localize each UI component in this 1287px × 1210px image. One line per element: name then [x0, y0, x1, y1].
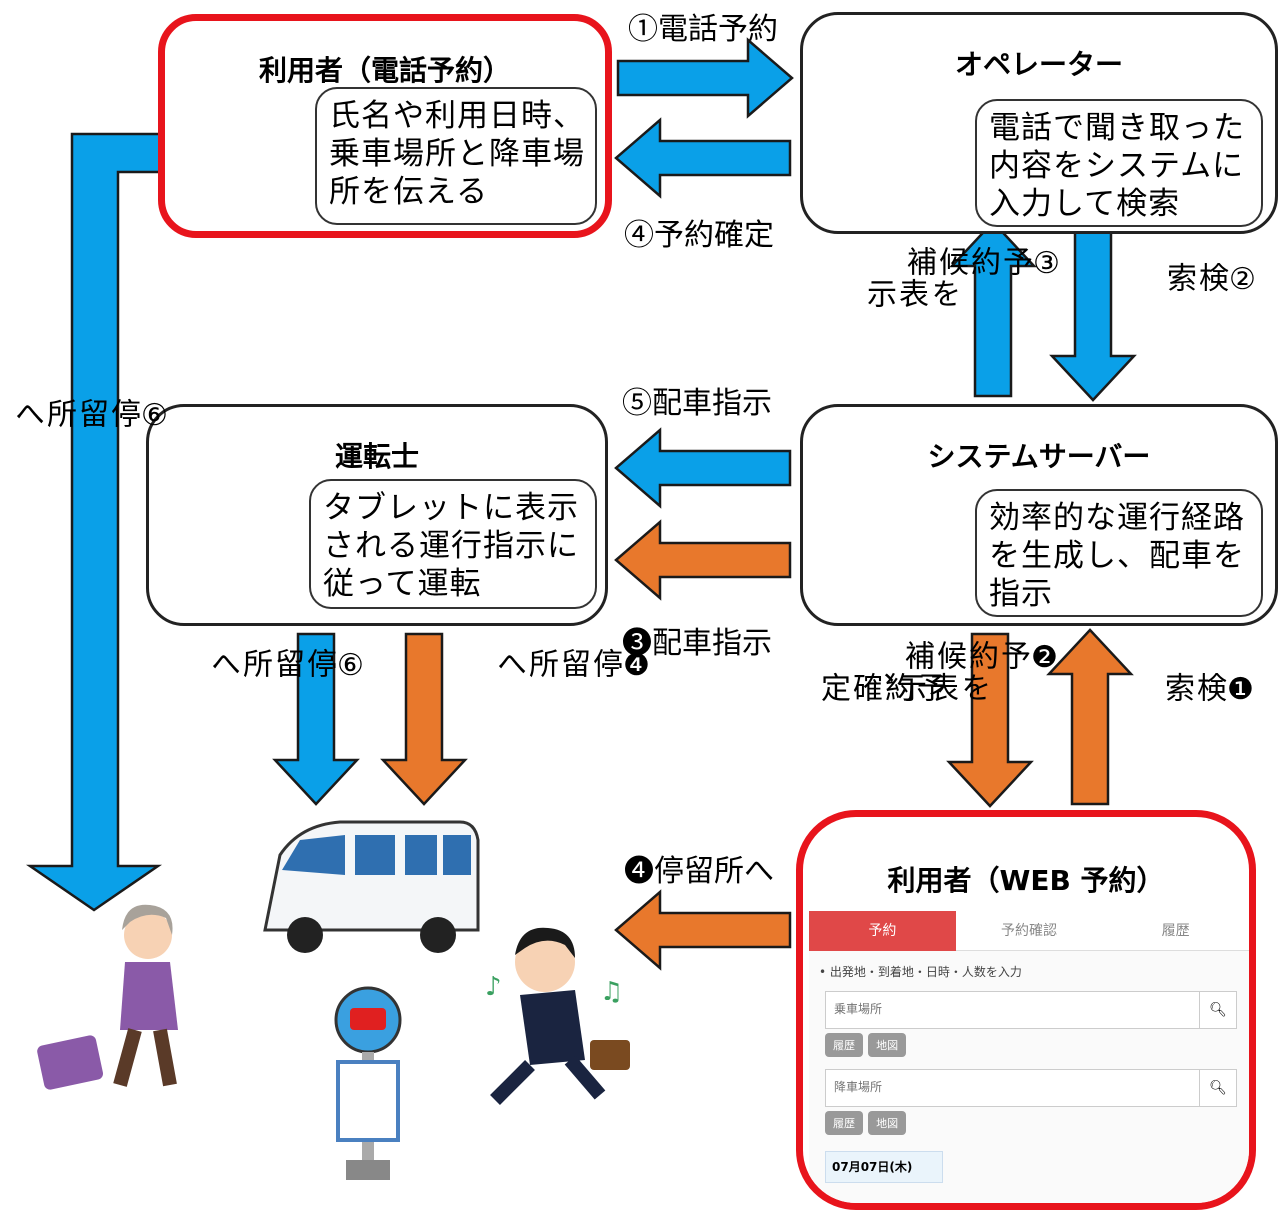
arrow-search: [1049, 226, 1137, 402]
svg-text:♪: ♪: [485, 972, 502, 1002]
date-field[interactable]: 07月07日(木): [825, 1151, 943, 1183]
bus-stop-illustration: [334, 986, 402, 1180]
svg-text:♫: ♫: [600, 977, 623, 1007]
label-step1w-search: ❶ 検 索: [1159, 672, 1258, 707]
arrow-dispatch-orange: [614, 519, 792, 601]
arrow-reserve-confirm: [614, 117, 792, 199]
web-user-title: 利用者（WEB 予約）: [887, 864, 1165, 897]
bubble-line: 所を伝える: [329, 174, 489, 210]
pickup-input[interactable]: [826, 992, 1196, 1026]
driver-bubble: タブレットに表示 される運行指示に 従って運転: [309, 479, 597, 609]
bubble-line: 内容をシステムに: [989, 148, 1245, 184]
label-step2-search: ② 検 索: [1161, 262, 1260, 297]
dropoff-input[interactable]: [826, 1070, 1196, 1104]
label-step4w-vertical: ❹ 停 留 所 へ: [491, 648, 654, 683]
web-screen: 予約 予約確認 履歴 • 出発地・到着地・日時・人数を入力 🔍︎ 履歴 地図 🔍…: [809, 911, 1249, 1203]
server-bubble: 効率的な運行経路 を生成し、配車を 指示: [975, 489, 1263, 617]
pickup-chips: 履歴 地図: [825, 1033, 907, 1057]
bubble-line: タブレットに表示: [323, 490, 579, 526]
operator-bubble: 電話で聞き取った 内容をシステムに 入力して検索: [975, 99, 1263, 227]
section-heading: • 出発地・到着地・日時・人数を入力: [819, 965, 1022, 979]
server-title: システムサーバー: [927, 440, 1151, 473]
label-step4-reserve-confirm: ④予約確定: [624, 218, 774, 253]
arrow-web-to-stop: [614, 889, 792, 971]
arrow-phone-reserve: [616, 37, 794, 119]
label-step4w-to-stop: ❹停留所へ: [624, 854, 774, 889]
arrow-dispatch-blue: [614, 427, 792, 509]
operator-box: オペレーター 電話で聞き取った 内容をシステムに 入力して検索: [800, 12, 1278, 234]
label-step2w-candidates: ❷ 予 約 候 補: [899, 640, 1062, 675]
arrow-driver-to-stop-orange: [380, 632, 468, 806]
student-illustration: ♪ ♫: [485, 927, 630, 1105]
bubble-line: 従って運転: [323, 566, 482, 602]
arrow-web-candidates: [946, 632, 1034, 808]
elderly-traveler-illustration: [37, 904, 178, 1090]
label-step2w-confirm: 予 約 確 定: [815, 672, 946, 702]
label-step6-left: ⑥ 停 留 所 へ: [9, 398, 172, 433]
label-step2w-display: を 表 示 、: [859, 672, 990, 702]
pickup-input-row: 🔍︎: [825, 991, 1237, 1029]
web-tab-bar: 予約 予約確認 履歴: [809, 911, 1249, 951]
bubble-line: 氏名や利用日時、: [329, 98, 585, 134]
arrow-driver-to-stop-blue: [272, 632, 360, 806]
search-icon[interactable]: 🔍︎: [1199, 1070, 1236, 1106]
label-step5-dispatch: ⑤配車指示: [622, 386, 772, 421]
server-box: システムサーバー 効率的な運行経路 を生成し、配車を 指示: [800, 404, 1278, 626]
history-chip[interactable]: 履歴: [825, 1033, 863, 1057]
label-step3w-dispatch: ❸配車指示: [622, 626, 772, 661]
tab-confirm[interactable]: 予約確認: [955, 911, 1103, 951]
dropoff-chips: 履歴 地図: [825, 1111, 907, 1135]
label-step6-mid: ⑥ 停 留 所 へ: [205, 648, 368, 683]
dropoff-input-row: 🔍︎: [825, 1069, 1237, 1107]
tab-history[interactable]: 履歴: [1102, 911, 1249, 951]
bubble-line: 乗車場所と降車場: [329, 136, 585, 172]
search-icon[interactable]: 🔍︎: [1199, 992, 1236, 1028]
label-step1-phone-reserve: ①電話予約: [628, 12, 778, 47]
tab-reserve[interactable]: 予約: [809, 911, 956, 951]
history-chip[interactable]: 履歴: [825, 1111, 863, 1135]
bubble-line: 効率的な運行経路: [989, 500, 1245, 536]
label-step3-candidates: ③ 予 約 候 補: [901, 246, 1064, 281]
bubble-line: 指示: [989, 576, 1053, 612]
map-chip[interactable]: 地図: [868, 1033, 907, 1057]
bubble-line: 入力して検索: [989, 186, 1181, 222]
arrow-web-search: [1046, 628, 1134, 806]
phone-user-bubble: 氏名や利用日時、 乗車場所と降車場 所を伝える: [315, 87, 597, 225]
van-illustration: [263, 820, 480, 953]
driver-box: 運転士 タブレットに表示 される運行指示に 従って運転: [146, 404, 608, 626]
bubble-line: 電話で聞き取った: [989, 110, 1245, 146]
bubble-line: を生成し、配車を: [989, 538, 1245, 574]
bubble-line: される運行指示に: [323, 528, 579, 564]
map-chip[interactable]: 地図: [868, 1111, 907, 1135]
label-step3-display: を 表 示: [861, 278, 960, 308]
phone-user-box: 利用者（電話予約） 氏名や利用日時、 乗車場所と降車場 所を伝える: [158, 14, 612, 238]
driver-title: 運転士: [334, 440, 419, 473]
phone-user-title: 利用者（電話予約）: [258, 54, 511, 87]
operator-title: オペレーター: [954, 48, 1123, 81]
arrow-show-candidates: [949, 220, 1037, 398]
web-user-box: 利用者（WEB 予約） 予約 予約確認 履歴 • 出発地・到着地・日時・人数を入…: [796, 810, 1256, 1210]
